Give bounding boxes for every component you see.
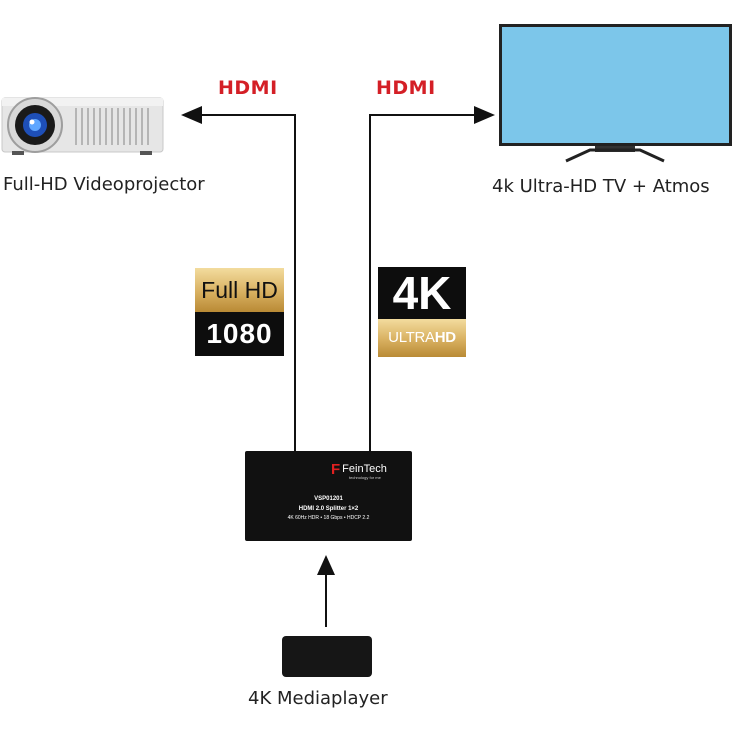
splitter-specs: 4K 60Hz HDR • 18 Gbps • HDCP 2.2 (287, 515, 370, 521)
splitter-brand-name: FeinTech (342, 463, 387, 475)
connection-lines (200, 114, 478, 627)
mediaplayer-label: 4K Mediaplayer (248, 688, 388, 709)
full-hd-badge-bottom: 1080 (195, 312, 284, 356)
arrow-to-tv (474, 106, 495, 124)
4k-badge-ultra: ULTRA (388, 329, 435, 346)
4k-badge-top: 4K (378, 267, 466, 319)
hdmi-label-left: HDMI (218, 77, 278, 99)
4k-badge-bottom: ULTRAHD (378, 319, 466, 357)
full-hd-badge-top: Full HD (195, 268, 284, 312)
media-player-icon (282, 636, 372, 677)
projector-icon (1, 97, 164, 155)
4k-badge-hd: HD (434, 329, 456, 346)
tv-label: 4k Ultra-HD TV + Atmos (492, 176, 710, 197)
splitter-tagline: technology for me (349, 475, 381, 480)
arrowheads (181, 106, 495, 575)
full-hd-badge: Full HD 1080 (195, 268, 284, 356)
arrow-to-splitter (317, 555, 335, 575)
4k-ultra-hd-badge: 4K ULTRAHD (378, 267, 466, 357)
feintech-logo-icon: F (331, 461, 341, 478)
splitter-name: HDMI 2.0 Splitter 1×2 (298, 506, 359, 512)
hdmi-label-right: HDMI (376, 77, 436, 99)
projector-label: Full-HD Videoprojector (3, 174, 205, 195)
tv-icon (499, 24, 732, 163)
arrow-to-projector (181, 106, 202, 124)
splitter-model: VSP01201 (314, 496, 343, 502)
